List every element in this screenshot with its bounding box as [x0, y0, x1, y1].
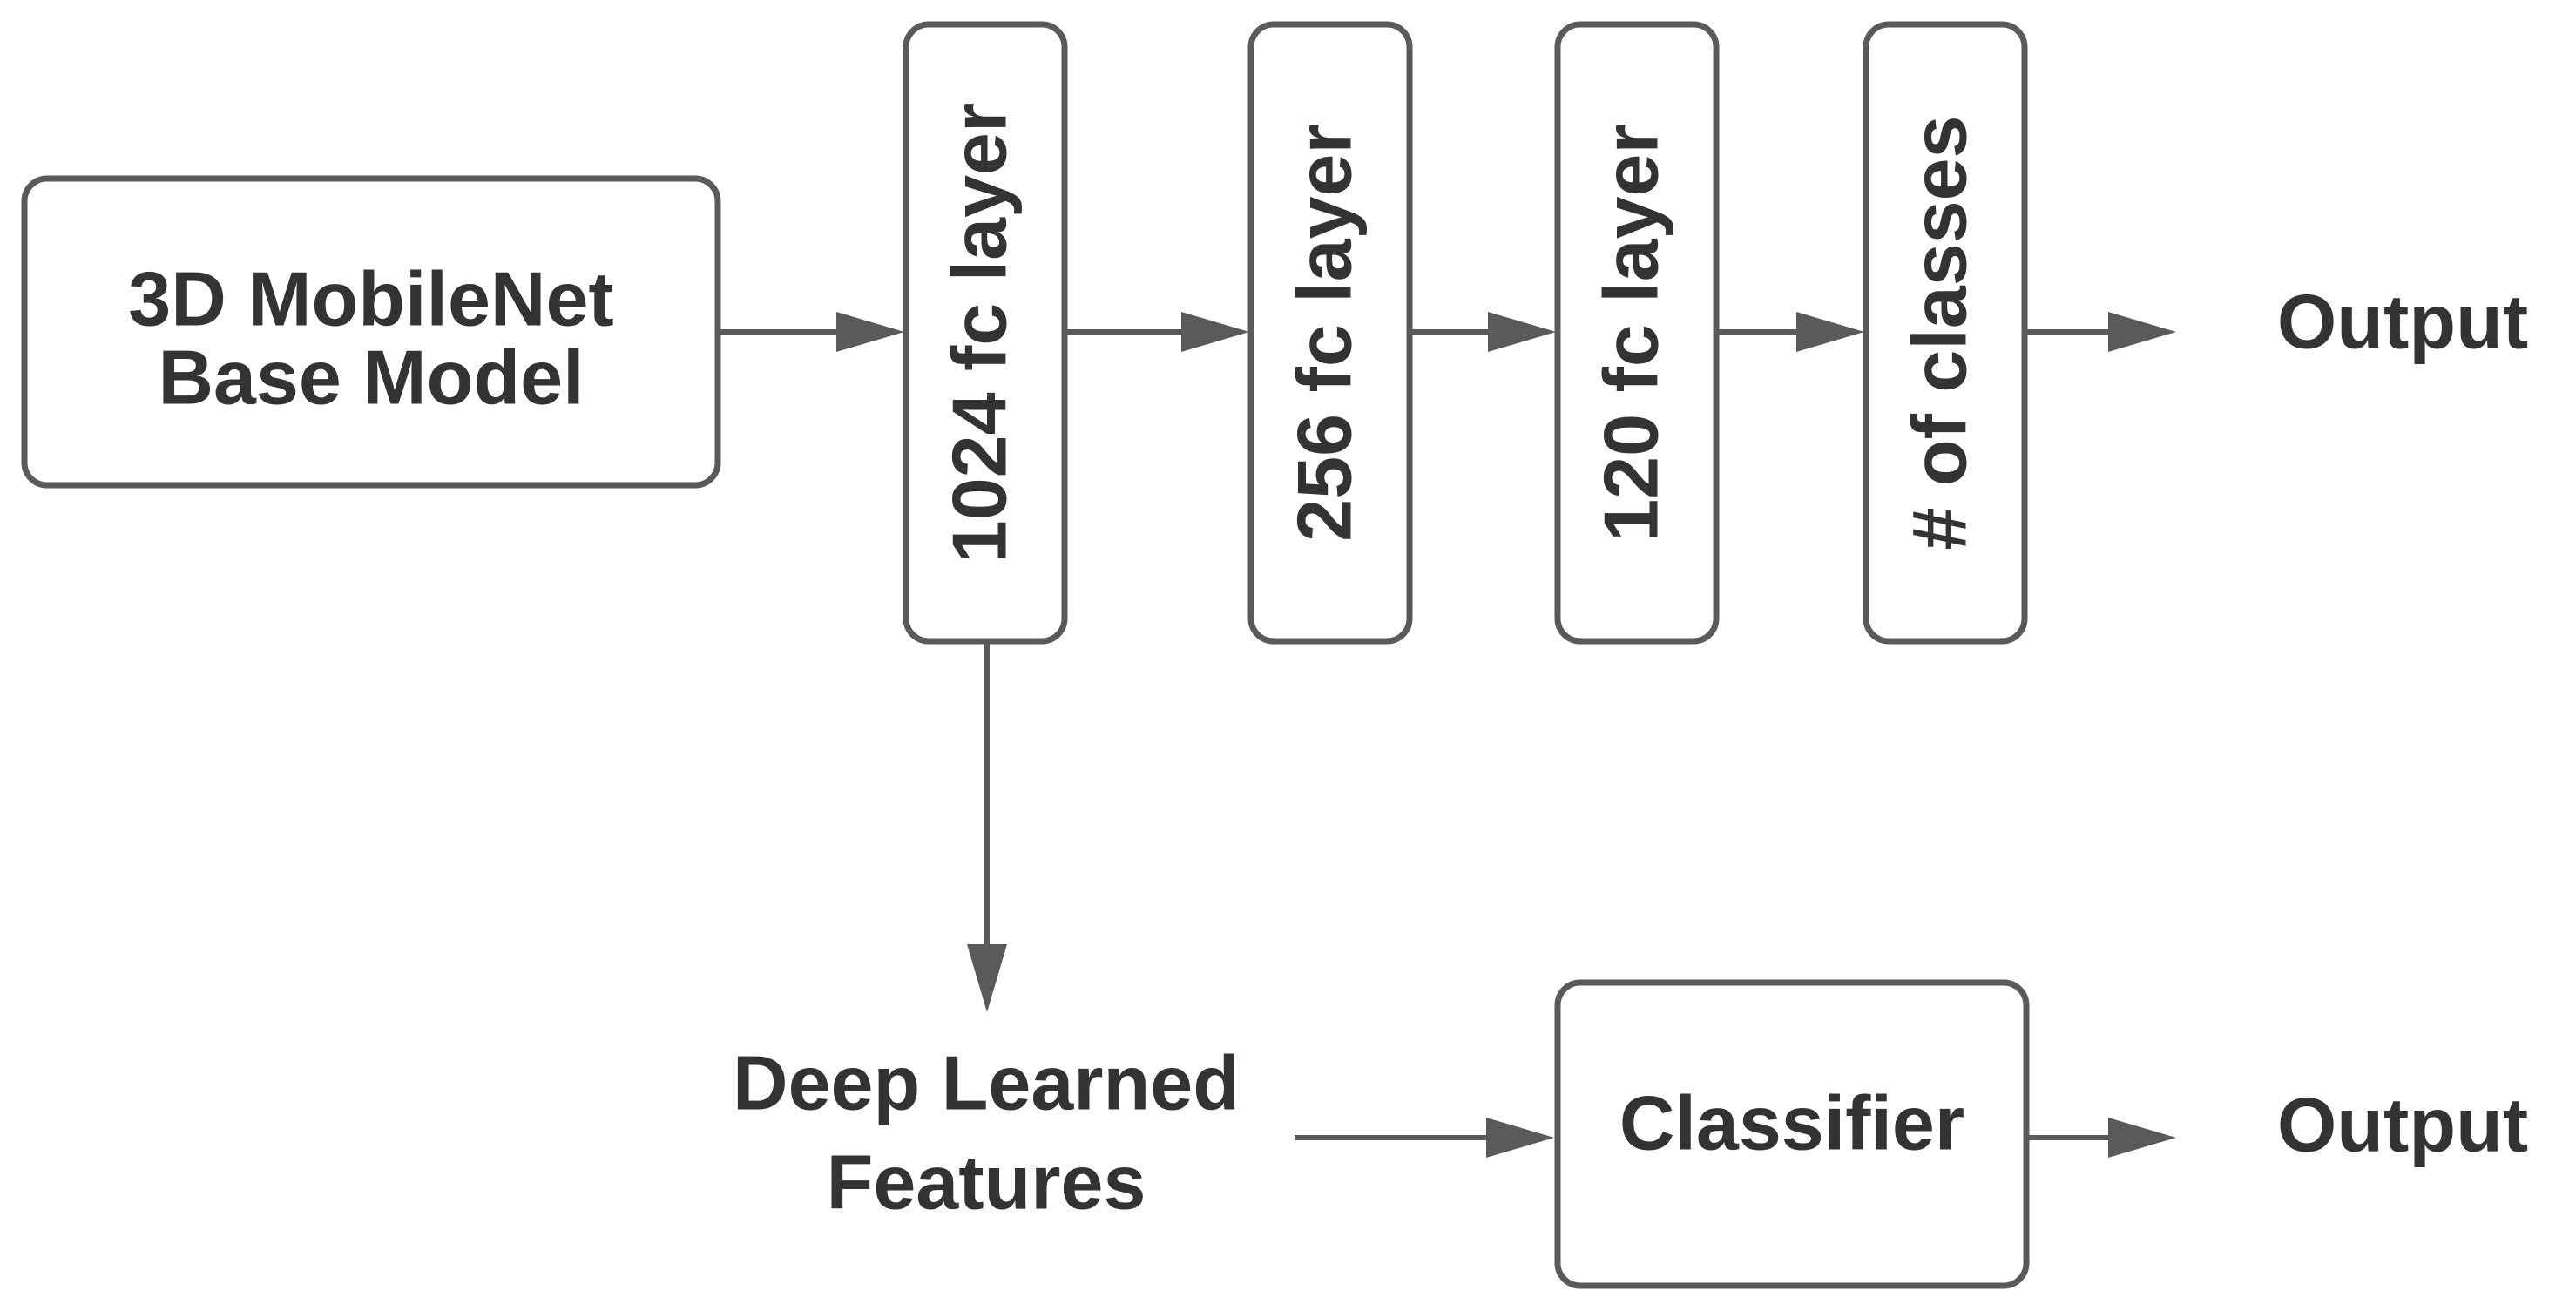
features-label-line2: Features — [827, 1139, 1146, 1225]
classes-box — [1863, 21, 2028, 645]
edge-fc1024-to-features — [967, 644, 1007, 1012]
edge-classifier-to-output — [2029, 1118, 2176, 1158]
fc256-box — [1247, 21, 1413, 645]
fc1024-label: 1024 fc layer — [936, 103, 1022, 563]
base-model-box — [21, 175, 721, 489]
base-model-label-line2: Base Model — [158, 334, 584, 420]
edge-fc120-to-classes — [1719, 312, 1864, 352]
classes-label: # of classes — [1896, 116, 1982, 551]
output-bottom-label: Output — [2277, 1081, 2528, 1167]
edge-fc1024-to-fc256 — [1067, 312, 1249, 352]
fc120-label: 120 fc layer — [1587, 124, 1673, 542]
fc256-label: 256 fc layer — [1281, 124, 1367, 542]
edge-base-to-fc1024 — [720, 312, 904, 352]
edge-features-to-classifier — [1295, 1118, 1554, 1158]
output-top-label: Output — [2277, 278, 2528, 364]
base-model-label-line1: 3D MobileNet — [128, 255, 613, 341]
classifier-label: Classifier — [1619, 1079, 1964, 1166]
fc120-box — [1554, 21, 1720, 645]
features-label-line1: Deep Learned — [733, 1039, 1240, 1125]
edge-classes-to-output — [2027, 312, 2176, 352]
classifier-box — [1554, 979, 2030, 1289]
fc1024-box — [903, 21, 1068, 645]
edge-fc256-to-fc120 — [1412, 312, 1556, 352]
